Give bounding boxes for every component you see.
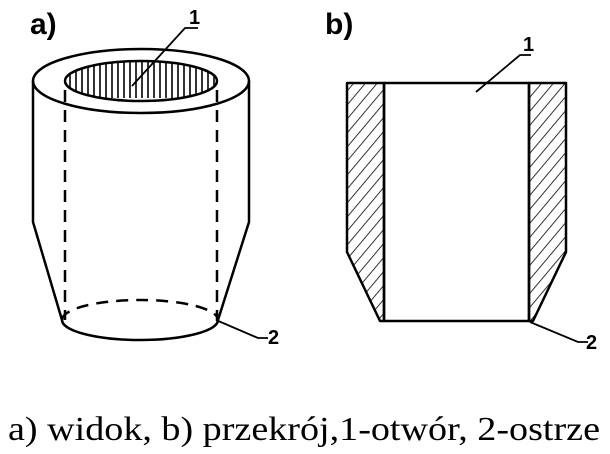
section-wall-right bbox=[527, 81, 568, 323]
section-wall-left bbox=[345, 81, 386, 323]
inner-hole-rim bbox=[63, 59, 219, 103]
leader-line-b-2 bbox=[529, 321, 588, 343]
callout-b-edge: 2 bbox=[586, 332, 597, 354]
callout-a-hole: 1 bbox=[189, 7, 200, 29]
bottom-rim-front bbox=[60, 319, 220, 342]
tube-section-drawing bbox=[345, 81, 568, 323]
tube-view-drawing bbox=[31, 47, 251, 342]
leader-line-a-1 bbox=[131, 27, 198, 87]
bottom-rim-back bbox=[60, 298, 220, 321]
section-bore bbox=[382, 81, 531, 323]
figure-caption: a) widok, b) przekrój,1-otwór, 2-ostrze bbox=[8, 411, 600, 448]
callout-a-edge: 2 bbox=[268, 327, 279, 349]
panel-a-label: a) bbox=[30, 8, 57, 41]
leader-line-a-2 bbox=[215, 319, 268, 339]
panel-b-label: b) bbox=[325, 8, 353, 41]
outer-body-outline bbox=[31, 81, 251, 321]
callout-b-hole: 1 bbox=[523, 34, 534, 56]
leader-line-b-1 bbox=[475, 54, 531, 93]
